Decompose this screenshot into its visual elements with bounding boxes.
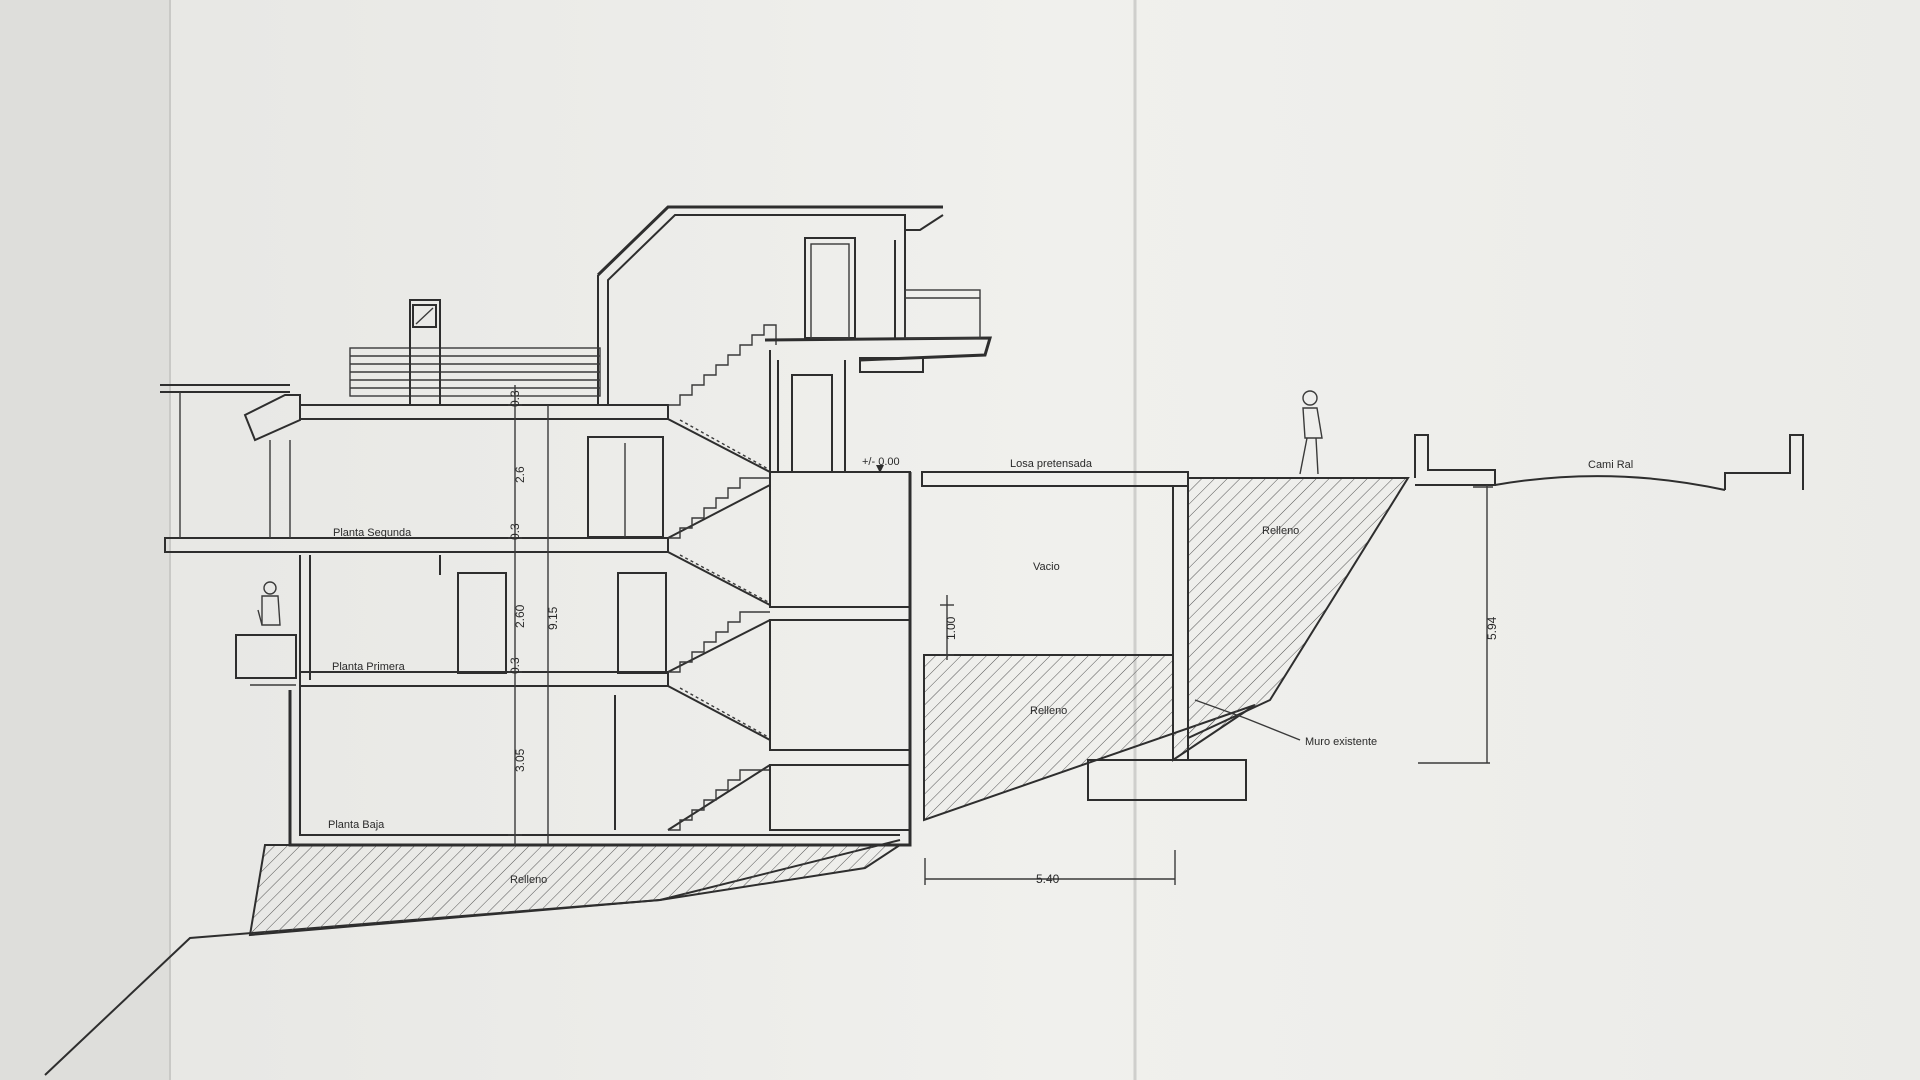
label-planta-baja: Planta Baja xyxy=(328,819,385,831)
label-muro-existente: Muro existente xyxy=(1305,736,1377,748)
sitting-figure-icon xyxy=(257,581,281,626)
dim-2-60: 2.60 xyxy=(513,604,527,628)
height-dimensions xyxy=(508,385,1493,885)
label-relleno-bottom: Relleno xyxy=(510,874,547,886)
label-vacio: Vacio xyxy=(1033,561,1060,573)
person-figure-icon xyxy=(1299,390,1323,475)
label-planta-primera: Planta Primera xyxy=(332,661,406,673)
label-planta-segunda: Planta Segunda xyxy=(333,527,412,539)
doors xyxy=(457,237,856,674)
label-losa-pretensada: Losa pretensada xyxy=(1010,458,1093,470)
dim-0-3-top: 0.3 xyxy=(508,390,522,407)
dim-3-05: 3.05 xyxy=(513,748,527,772)
terrace-railing xyxy=(349,347,601,397)
dim-5-94: 5.94 xyxy=(1485,616,1499,640)
paper-left-margin xyxy=(0,0,170,1080)
level-marker-icon xyxy=(876,465,884,473)
dim-1-00: 1.00 xyxy=(944,616,958,640)
label-relleno-middle: Relleno xyxy=(1030,705,1067,717)
dim-5-40: 5.40 xyxy=(1036,872,1060,886)
building-section xyxy=(160,205,1804,847)
label-cami-ral: Cami Ral xyxy=(1588,459,1633,471)
dim-2-6: 2.6 xyxy=(513,466,527,483)
label-relleno-right: Relleno xyxy=(1262,525,1299,537)
dim-0-3-low: 0.3 xyxy=(508,657,522,674)
dim-0-3-mid: 0.3 xyxy=(508,523,522,540)
dim-9-15: 9.15 xyxy=(546,606,560,630)
label-cota-cero: +/- 0.00 xyxy=(862,456,900,468)
